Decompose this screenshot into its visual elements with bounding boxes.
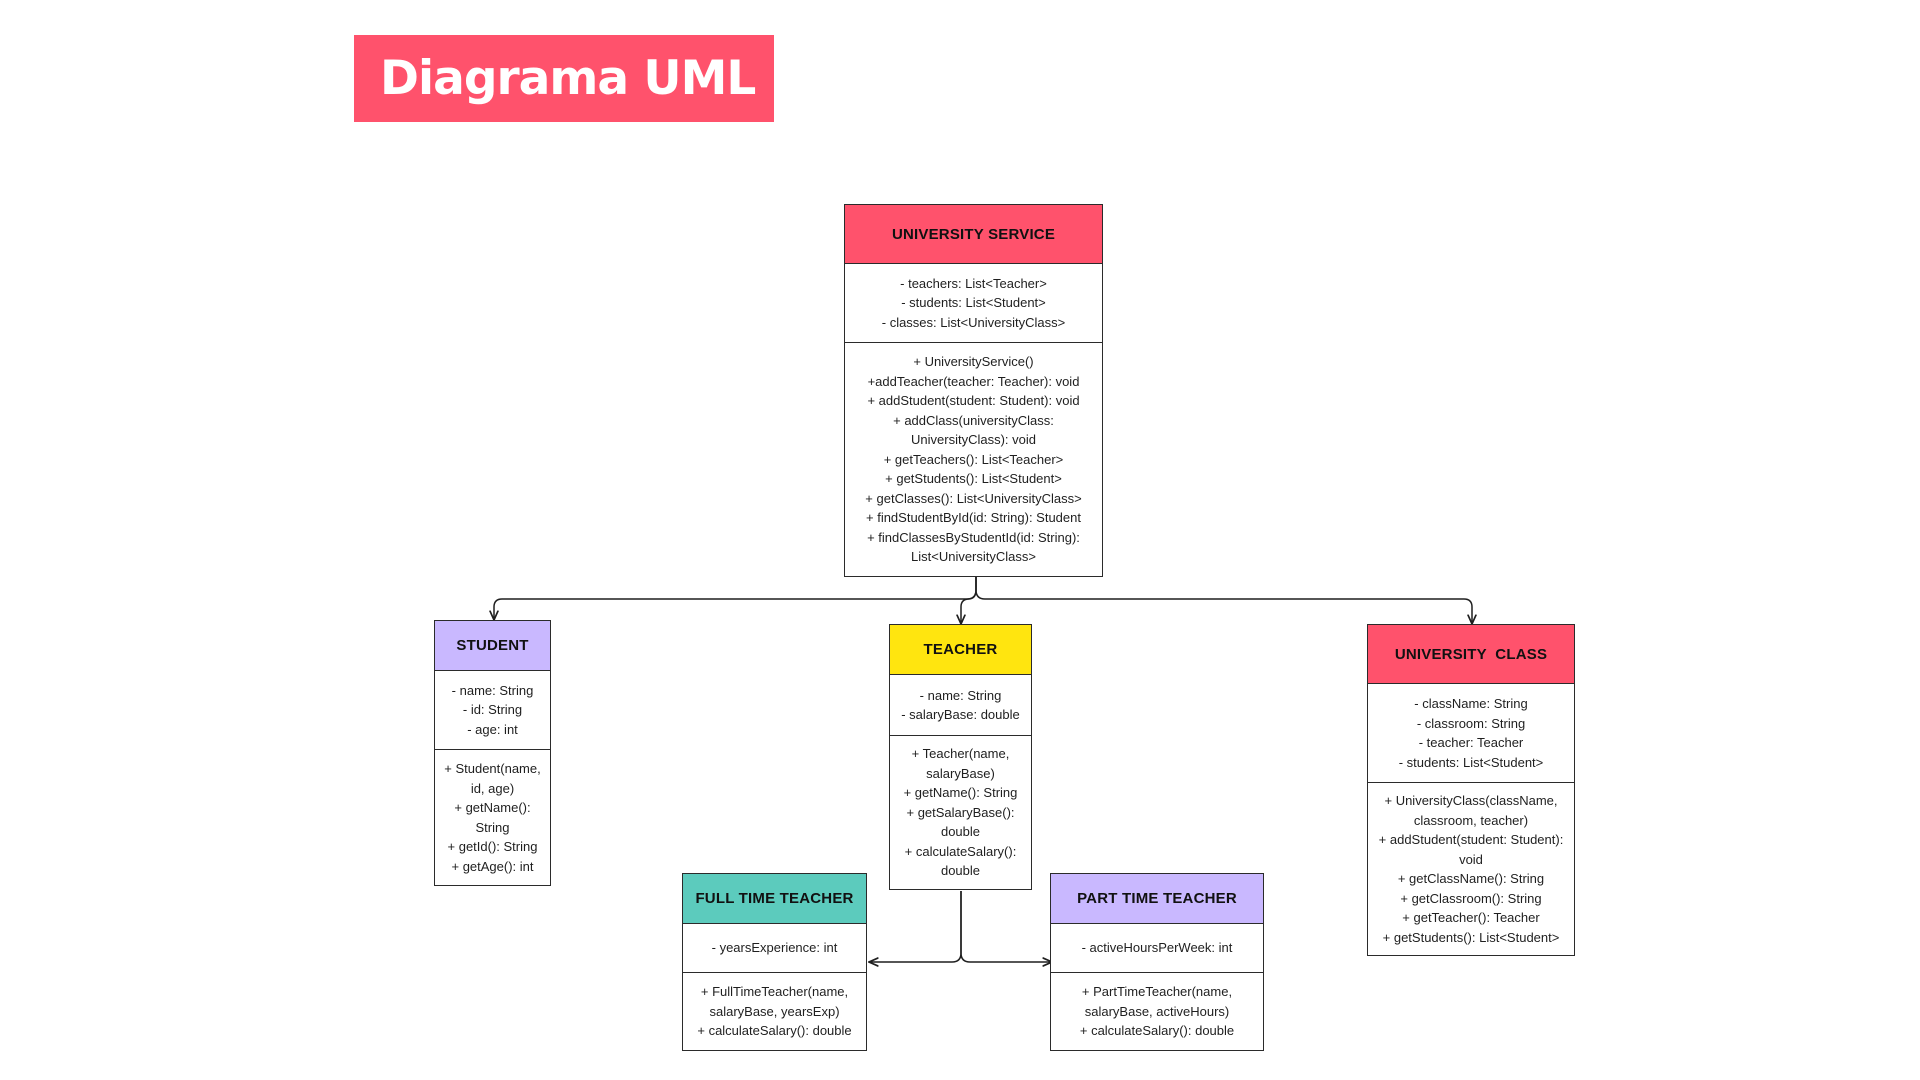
method-line: + getTeacher(): Teacher <box>1402 910 1540 925</box>
class-university-class: UNIVERSITY CLASS - className: String- cl… <box>1367 624 1575 956</box>
methods-part-time-teacher: + PartTimeTeacher(name, salaryBase, activ… <box>1051 972 1263 1050</box>
class-student: STUDENT - name: String - id: String - age:… <box>434 620 551 886</box>
attribute-line: - activeHoursPerWeek: int <box>1081 940 1233 956</box>
method-line: + Teacher(name, <box>911 746 1010 762</box>
method-line: + addClass(universityClass: <box>893 412 1054 428</box>
class-university-service: UNIVERSITY SERVICE - teachers: List<Teac… <box>844 204 1103 577</box>
class-name-teacher: TEACHER <box>890 625 1031 675</box>
method-line: + UniversityClass(className, <box>1384 793 1558 808</box>
method-line: + getStudents(): List<Student> <box>1382 929 1560 945</box>
method-line: + calculateSalary(): double <box>1079 1023 1235 1039</box>
class-name-university-service: UNIVERSITY SERVICE <box>845 205 1102 264</box>
methods-student: + Student(name, id, age) + getName(): Strin… <box>435 749 550 885</box>
class-name-university-class: UNIVERSITY CLASS <box>1368 625 1574 684</box>
attribute-line: - students: List<Student> <box>901 295 1046 311</box>
attribute-line: - students: List<Student> <box>1398 754 1544 770</box>
class-part-time-teacher: PART TIME TEACHER - activeHoursPerWeek: … <box>1050 873 1264 1051</box>
method-line: + Student(name, <box>444 761 541 776</box>
method-line: + PartTimeTeacher(name, <box>1081 984 1233 1000</box>
attributes-university-class: - className: String - classroom: String - … <box>1368 684 1574 782</box>
method-line: void <box>1459 851 1483 867</box>
method-line: + addStudent(student: Student): void <box>867 393 1080 409</box>
connector-service-to-teacher <box>961 577 977 624</box>
class-name-student: STUDENT <box>435 621 550 671</box>
method-line: classroom, teacher) <box>1413 812 1529 828</box>
class-full-time-teacher: FULL TIME TEACHER - yearsExperience: int… <box>682 873 867 1051</box>
method-line: + getName(): String <box>903 785 1018 801</box>
method-line: + getId(): String <box>447 839 538 854</box>
attribute-line: - salaryBase: double <box>901 707 1020 722</box>
method-line: salaryBase, activeHours) <box>1084 1003 1230 1019</box>
method-line: + getClassroom(): String <box>1400 890 1542 906</box>
attribute-line: - id: String <box>462 702 523 718</box>
attribute-line: - name: String <box>451 682 534 698</box>
attributes-part-time-teacher: - activeHoursPerWeek: int <box>1051 924 1263 972</box>
method-line: + findStudentById(id: String): Student <box>866 510 1081 526</box>
method-line: + getAge(): int <box>451 858 534 874</box>
class-name-part-time-teacher: PART TIME TEACHER <box>1051 874 1263 924</box>
method-line: String <box>475 819 510 835</box>
attribute-line: - classes: List<UniversityClass> <box>881 314 1066 330</box>
class-name-full-time-teacher: FULL TIME TEACHER <box>683 874 866 924</box>
attributes-full-time-teacher: - yearsExperience: int <box>683 924 866 972</box>
method-line: + getName(): <box>454 800 531 815</box>
diagram-title: Diagrama UML <box>354 35 774 122</box>
method-line: UniversityClass): void <box>911 432 1036 448</box>
connector-service-to-student <box>494 577 977 620</box>
attributes-university-service: - teachers: List<Teacher> - students: Lis… <box>845 264 1102 342</box>
method-line: + getStudents(): List<Student> <box>885 471 1062 487</box>
attribute-line: - name: String <box>919 687 1002 703</box>
connector-service-to-university-class <box>975 577 1472 624</box>
method-line: double <box>940 824 981 840</box>
attribute-line: - teacher: Teacher <box>1418 735 1524 750</box>
method-line: + UniversityService() <box>913 354 1034 370</box>
method-line: + getClassName(): String <box>1397 871 1545 886</box>
methods-teacher: + Teacher(name, salaryBase) + getName(): S… <box>890 735 1031 889</box>
method-line: List<UniversityClass> <box>911 549 1036 565</box>
connector-teacher-to-full-time-teacher <box>869 891 962 962</box>
attribute-line: - age: int <box>467 721 518 737</box>
methods-university-class: + UniversityClass(className, classroom, t… <box>1368 782 1574 955</box>
method-line: salaryBase, yearsExp) <box>709 1003 840 1019</box>
attribute-line: - teachers: List<Teacher> <box>900 275 1047 291</box>
methods-full-time-teacher: + FullTimeTeacher(name, salaryBase, years… <box>683 972 866 1050</box>
method-line: salaryBase) <box>926 765 995 781</box>
attribute-line: - className: String <box>1414 696 1528 711</box>
method-line: + getClasses(): List<UniversityClass> <box>865 490 1082 506</box>
method-line: double <box>940 863 981 879</box>
method-line: + FullTimeTeacher(name, <box>700 984 849 1000</box>
method-line: + findClassesByStudentId(id: String): <box>867 529 1080 545</box>
method-line: + calculateSalary(): <box>904 843 1017 859</box>
methods-university-service: + UniversityService() +addTeacher(teacher… <box>845 342 1102 576</box>
attribute-line: - yearsExperience: int <box>711 940 838 956</box>
method-line: + getTeachers(): List<Teacher> <box>883 451 1064 467</box>
connector-teacher-to-part-time-teacher <box>960 891 1052 962</box>
method-line: +addTeacher(teacher: Teacher): void <box>867 373 1080 389</box>
class-teacher: TEACHER - name: String - salaryBase: doub… <box>889 624 1032 890</box>
method-line: id, age) <box>470 780 515 796</box>
attributes-teacher: - name: String - salaryBase: double <box>890 675 1031 735</box>
attribute-line: - classroom: String <box>1416 715 1526 731</box>
method-line: + addStudent(student: Student): <box>1378 832 1564 847</box>
method-line: + calculateSalary(): double <box>697 1023 852 1039</box>
method-line: + getSalaryBase(): <box>906 804 1015 820</box>
attributes-student: - name: String - id: String - age: int <box>435 671 550 749</box>
